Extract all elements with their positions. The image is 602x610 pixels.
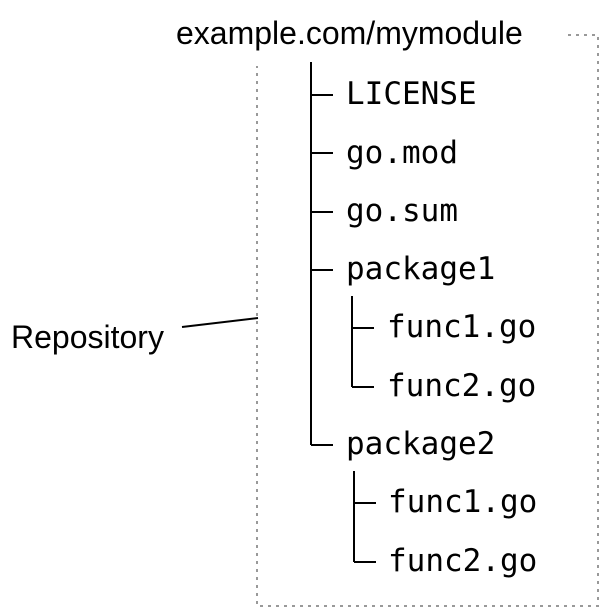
tree-item-go-mod: go.mod	[346, 135, 458, 171]
tree-item-license: LICENSE	[346, 76, 477, 112]
tree-item-package1-func1: func1.go	[387, 309, 537, 345]
tree-item-package1-func2: func2.go	[387, 368, 537, 404]
module-path-title: example.com/mymodule	[176, 15, 523, 51]
repository-label: Repository	[11, 319, 164, 355]
repository-pointer-line	[181, 317, 259, 328]
tree-item-package2-func1: func1.go	[388, 484, 538, 520]
tree-item-go-sum: go.sum	[346, 193, 458, 229]
tree-item-package1: package1	[346, 251, 496, 287]
tree-item-package2: package2	[346, 426, 496, 462]
repository-boundary	[256, 34, 599, 607]
tree-item-package2-func2: func2.go	[388, 543, 538, 579]
